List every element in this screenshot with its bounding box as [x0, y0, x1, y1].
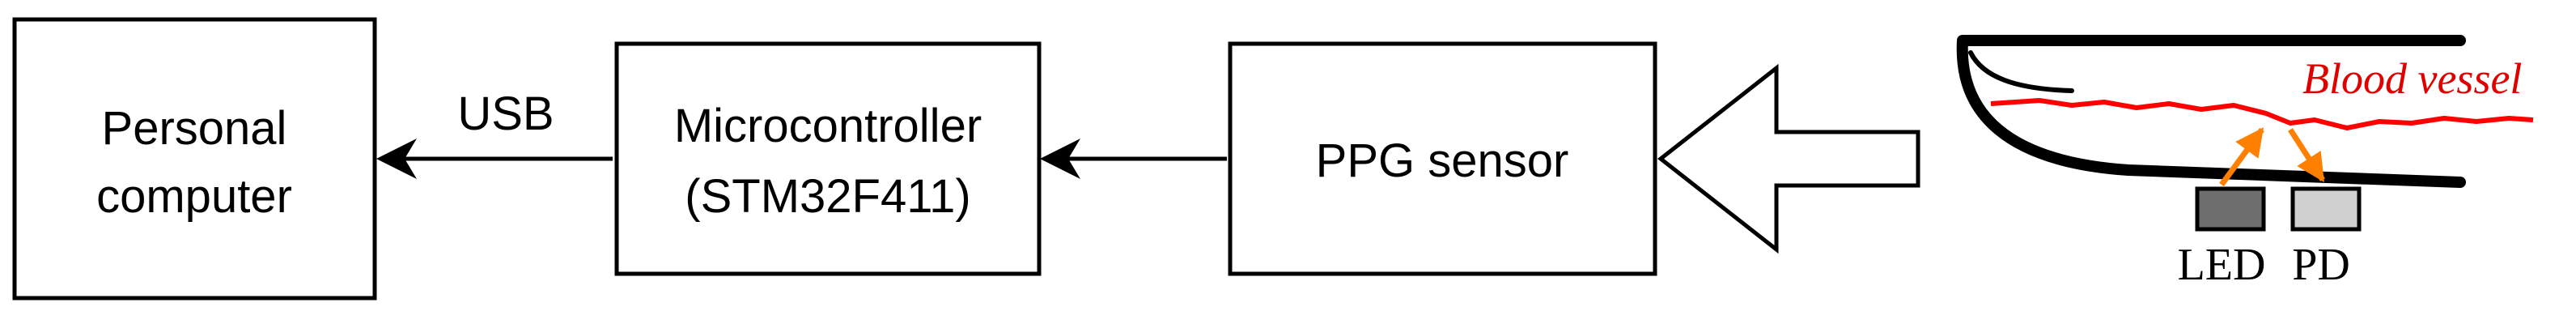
finger-outline: [1956, 35, 2466, 188]
led-light-arrow: [2219, 127, 2264, 187]
ppg-sensor-label: PPG sensor: [1316, 134, 1569, 187]
personal-computer-label-line2: computer: [96, 170, 292, 223]
finger-illustration: Blood vessel LED PD: [1956, 35, 2534, 290]
pd-light-arrow: [2288, 128, 2325, 182]
pd-component: [2290, 186, 2362, 232]
fingertip-inner-curve: [1968, 50, 2074, 93]
personal-computer-label-line1: Personal: [102, 102, 287, 155]
hollow-input-arrow: [1657, 63, 1920, 254]
personal-computer-node: Personal computer: [12, 17, 377, 301]
blood-vessel-line: [1990, 98, 2534, 130]
led-label: LED: [2178, 240, 2266, 290]
blood-vessel-label: Blood vessel: [2302, 54, 2522, 103]
microcontroller-box: [614, 41, 1042, 276]
microcontroller-label-line1: Microcontroller: [674, 100, 982, 152]
usb-connection: USB: [376, 87, 613, 179]
ppg-sensor-box: [1228, 41, 1657, 276]
microcontroller-node: Microcontroller (STM32F411): [614, 41, 1042, 276]
personal-computer-box: [12, 17, 377, 301]
usb-label: USB: [457, 87, 554, 140]
microcontroller-label-line2: (STM32F411): [685, 170, 970, 223]
ppg-sensor-node: PPG sensor: [1228, 41, 1657, 276]
led-component: [2195, 186, 2266, 232]
pd-label: PD: [2292, 240, 2350, 290]
